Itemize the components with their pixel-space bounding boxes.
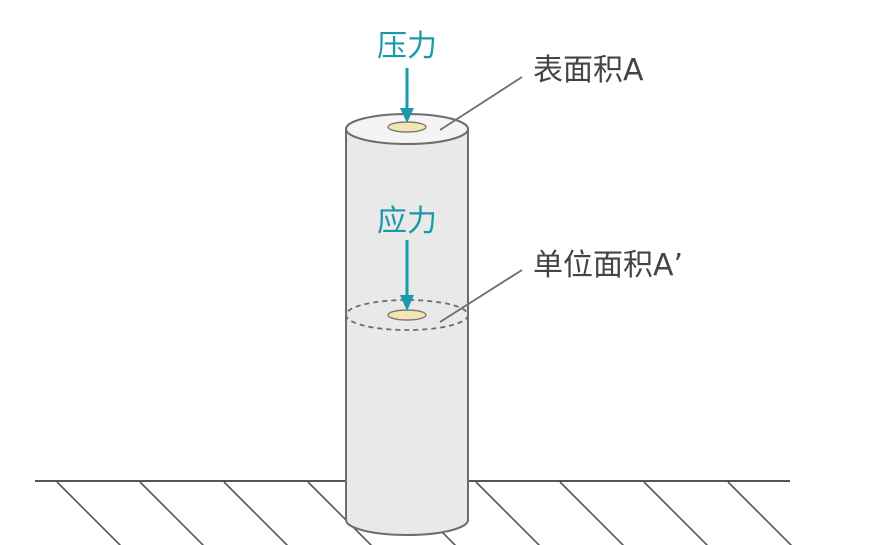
- stress-label: 应力: [377, 204, 437, 239]
- hatch-line: [307, 481, 373, 545]
- pressure-label: 压力: [377, 29, 437, 64]
- cylinder: [345, 113, 469, 536]
- surface-area-label: 表面积A: [533, 53, 644, 88]
- hatch-line: [475, 481, 541, 545]
- unit-area-leader: [439, 269, 523, 323]
- unit-area-patch: [387, 309, 427, 321]
- cylinder-body: [345, 128, 469, 536]
- hatch-line: [643, 481, 709, 545]
- hatch-line: [223, 481, 289, 545]
- cross-section-outline: [345, 299, 469, 331]
- hatch-line: [139, 481, 205, 545]
- unit-area-label: 单位面积A’: [533, 248, 683, 283]
- hatch-line: [727, 481, 793, 545]
- hatch-line: [559, 481, 625, 545]
- surface-area-leader: [439, 76, 523, 131]
- top-area-patch: [387, 121, 427, 133]
- down-arrow-icon: [400, 240, 414, 311]
- down-arrow-icon: [400, 68, 414, 123]
- hatch-line: [56, 481, 122, 545]
